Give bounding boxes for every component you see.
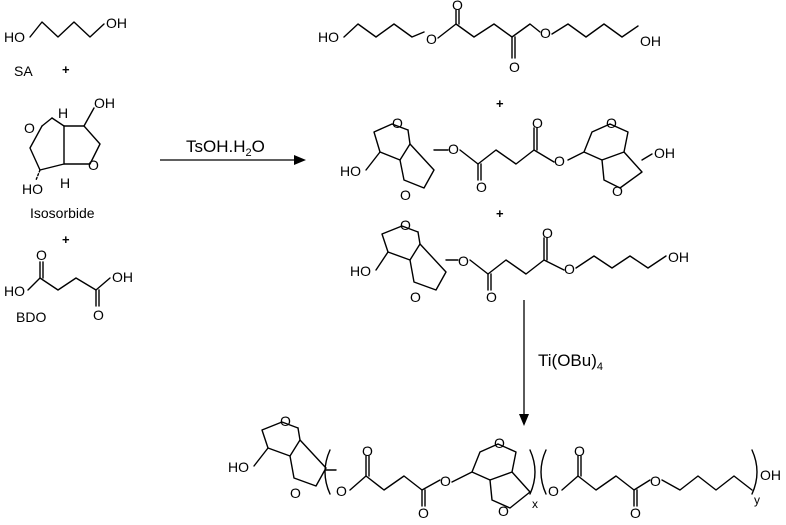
atom-o: O — [440, 473, 451, 489]
reactant-diacid: HO O OH O BDO — [4, 247, 133, 325]
atom-oh: OH — [760, 467, 781, 483]
reactant-diol: HO OH SA + — [4, 15, 127, 79]
atom-o: O — [280, 413, 291, 429]
atom-o: O — [540, 25, 551, 41]
atom-ho: HO — [228, 459, 249, 475]
product-1: HO O O O O OH + — [318, 0, 661, 111]
plus-sign: + — [62, 232, 70, 247]
atom-o: O — [476, 179, 487, 195]
plus-sign: + — [496, 206, 504, 221]
reaction-arrow-2: Ti(OBu)4 — [519, 300, 603, 426]
atom-o: O — [448, 141, 459, 157]
condition-1: TsOH.H2O — [186, 137, 265, 159]
product-2: HO O O O O O O O O OH + — [340, 115, 675, 221]
atom-o: O — [88, 157, 99, 173]
subscript-x: x — [532, 497, 538, 511]
subscript-y: y — [754, 493, 760, 507]
atom-ho: HO — [4, 283, 25, 299]
reactant-isosorbide: O O H H OH HO Isosorbide + — [22, 95, 115, 247]
atom-oh: OH — [668, 249, 689, 265]
label-sa: SA — [14, 63, 33, 79]
atom-o: O — [486, 289, 497, 305]
atom-o: O — [336, 483, 347, 499]
atom-o: O — [532, 115, 543, 131]
atom-o: O — [650, 473, 661, 489]
atom-o: O — [93, 307, 104, 323]
atom-o: O — [410, 289, 421, 305]
atom-o: O — [400, 217, 411, 233]
label-isosorbide: Isosorbide — [30, 205, 95, 221]
atom-o: O — [290, 485, 301, 501]
atom-o: O — [542, 225, 553, 241]
atom-o: O — [494, 435, 505, 451]
atom-o: O — [509, 59, 520, 75]
atom-ho: HO — [22, 181, 43, 197]
atom-ho: HO — [350, 263, 371, 279]
atom-o: O — [392, 115, 403, 131]
atom-ho: HO — [340, 163, 361, 179]
atom-oh: OH — [640, 33, 661, 49]
atom-ho: HO — [4, 29, 25, 45]
atom-h: H — [58, 105, 68, 121]
atom-h: H — [60, 175, 70, 191]
atom-o: O — [362, 443, 373, 459]
atom-o: O — [612, 183, 623, 199]
atom-o: O — [24, 120, 35, 136]
atom-o: O — [630, 505, 641, 521]
product-3: HO O O O O O O OH — [350, 217, 689, 305]
atom-o: O — [452, 0, 463, 13]
atom-o: O — [548, 483, 559, 499]
atom-o: O — [400, 187, 411, 203]
condition-2: Ti(OBu)4 — [538, 351, 603, 373]
atom-oh: OH — [654, 145, 675, 161]
plus-sign: + — [496, 96, 504, 111]
atom-o: O — [418, 505, 429, 521]
atom-o: O — [36, 247, 47, 263]
atom-oh: OH — [94, 95, 115, 111]
plus-sign: + — [62, 62, 70, 77]
atom-o: O — [606, 115, 617, 131]
atom-oh: OH — [106, 15, 127, 31]
label-bdo: BDO — [16, 309, 46, 325]
atom-o: O — [564, 261, 575, 277]
atom-o: O — [574, 443, 585, 459]
product-polymer: HO O O O O O O O O x O O O O — [228, 413, 781, 521]
atom-ho: HO — [318, 29, 339, 45]
reaction-arrow-1: TsOH.H2O — [160, 137, 306, 165]
atom-o: O — [426, 31, 437, 47]
atom-o: O — [498, 503, 509, 519]
atom-oh: OH — [112, 269, 133, 285]
atom-o: O — [458, 253, 469, 269]
atom-o: O — [554, 153, 565, 169]
